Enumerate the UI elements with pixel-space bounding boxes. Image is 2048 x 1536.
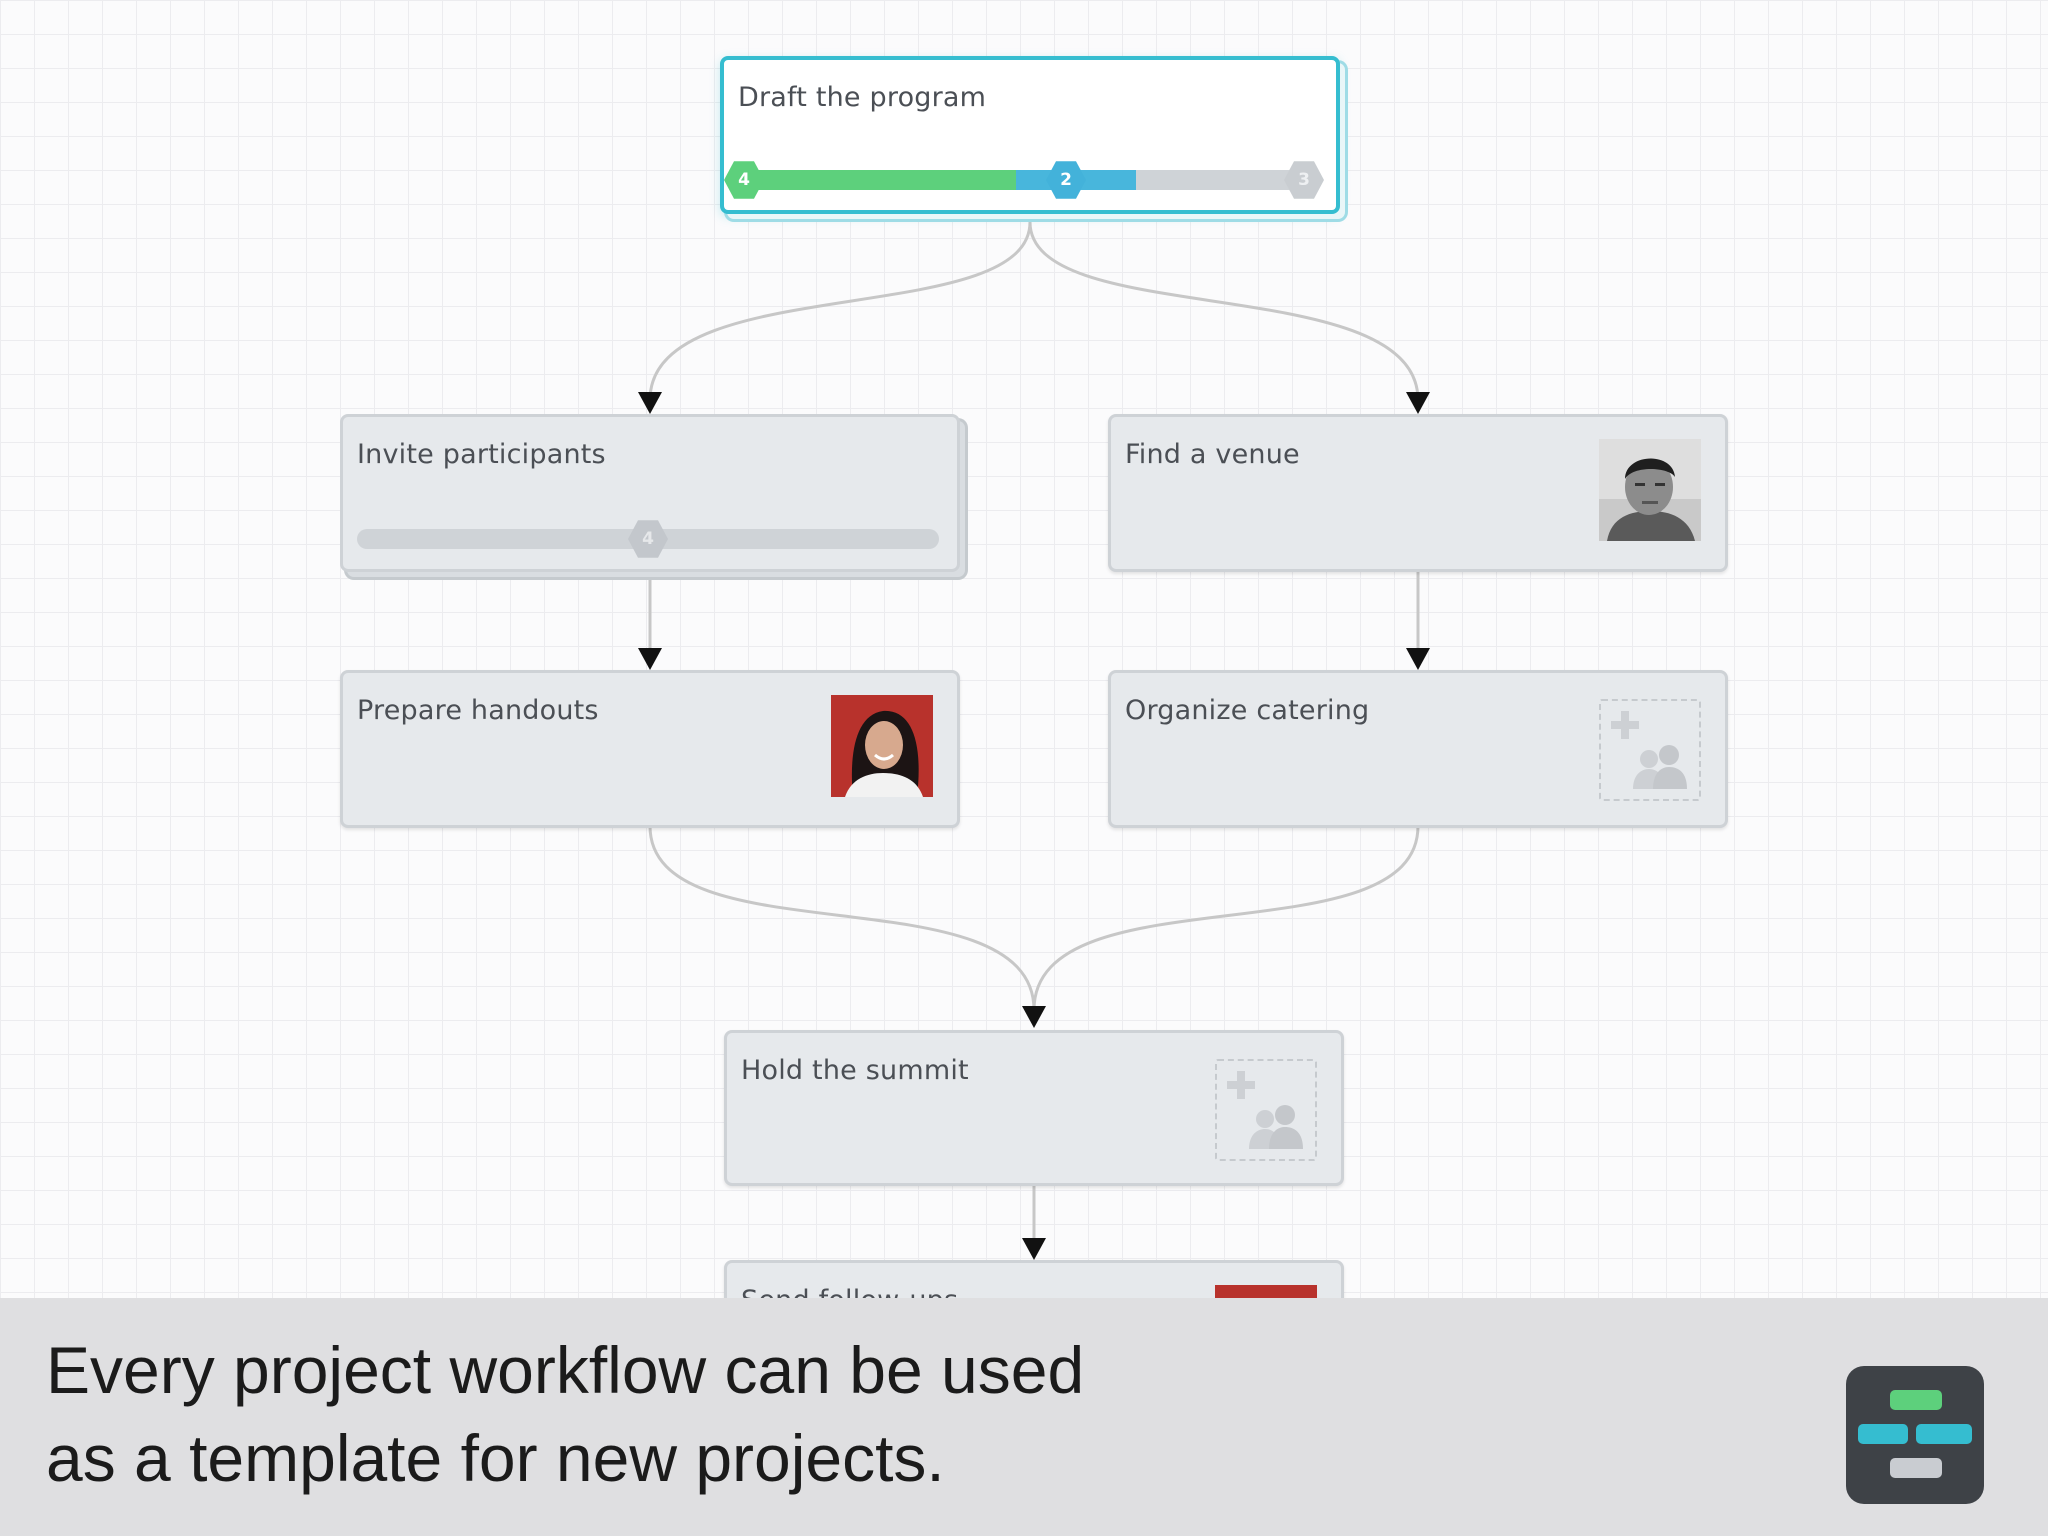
caption-footer: Every project workflow can be used as a …	[0, 1298, 2048, 1536]
arrow-into-summit	[1022, 1006, 1046, 1028]
connector-catering-to-summit	[1032, 825, 1420, 1011]
arrow-into-followups	[1022, 1238, 1046, 1260]
caption-line-1: Every project workflow can be used	[46, 1333, 1085, 1407]
arrow-into-handouts	[638, 648, 662, 670]
done-count-badge: 4	[724, 161, 764, 199]
task-card-hold-the-summit[interactable]: Hold the summit	[724, 1030, 1344, 1186]
add-assignee-icon[interactable]	[1215, 1059, 1317, 1161]
task-progress-bar: 4 2 3	[724, 161, 1324, 199]
add-assignee-icon[interactable]	[1599, 699, 1701, 801]
remaining-count-badge: 4	[628, 520, 668, 558]
task-title: Draft the program	[738, 82, 987, 113]
connector-draft-to-venue	[1028, 221, 1420, 401]
task-title: Hold the summit	[741, 1055, 969, 1086]
task-title: Prepare handouts	[357, 695, 599, 726]
workflow-connectors	[638, 221, 1430, 1260]
task-card-draft-the-program[interactable]: Draft the program 4 2 3	[720, 56, 1340, 214]
arrow-into-venue	[1406, 392, 1430, 414]
task-title: Find a venue	[1125, 439, 1300, 470]
task-title: Invite participants	[357, 439, 606, 470]
task-card-organize-catering[interactable]: Organize catering	[1108, 670, 1728, 828]
task-progress-bar: 4	[357, 520, 939, 558]
arrow-into-invite	[638, 392, 662, 414]
task-card-prepare-handouts[interactable]: Prepare handouts	[340, 670, 960, 828]
app-logo-icon	[1846, 1366, 1984, 1504]
in-progress-count-badge: 2	[1046, 161, 1086, 199]
task-title: Organize catering	[1125, 695, 1370, 726]
caption-line-2: as a template for new projects.	[46, 1421, 945, 1495]
arrow-into-catering	[1406, 648, 1430, 670]
remaining-count-badge: 3	[1284, 161, 1324, 199]
task-card-find-a-venue[interactable]: Find a venue	[1108, 414, 1728, 572]
man-avatar[interactable]	[1599, 439, 1701, 541]
woman-avatar[interactable]	[831, 695, 933, 797]
connector-draft-to-invite	[648, 221, 1032, 401]
connector-handouts-to-summit	[648, 825, 1036, 1011]
caption-text: Every project workflow can be used as a …	[46, 1326, 1084, 1502]
task-card-invite-participants[interactable]: Invite participants 4	[340, 414, 960, 572]
